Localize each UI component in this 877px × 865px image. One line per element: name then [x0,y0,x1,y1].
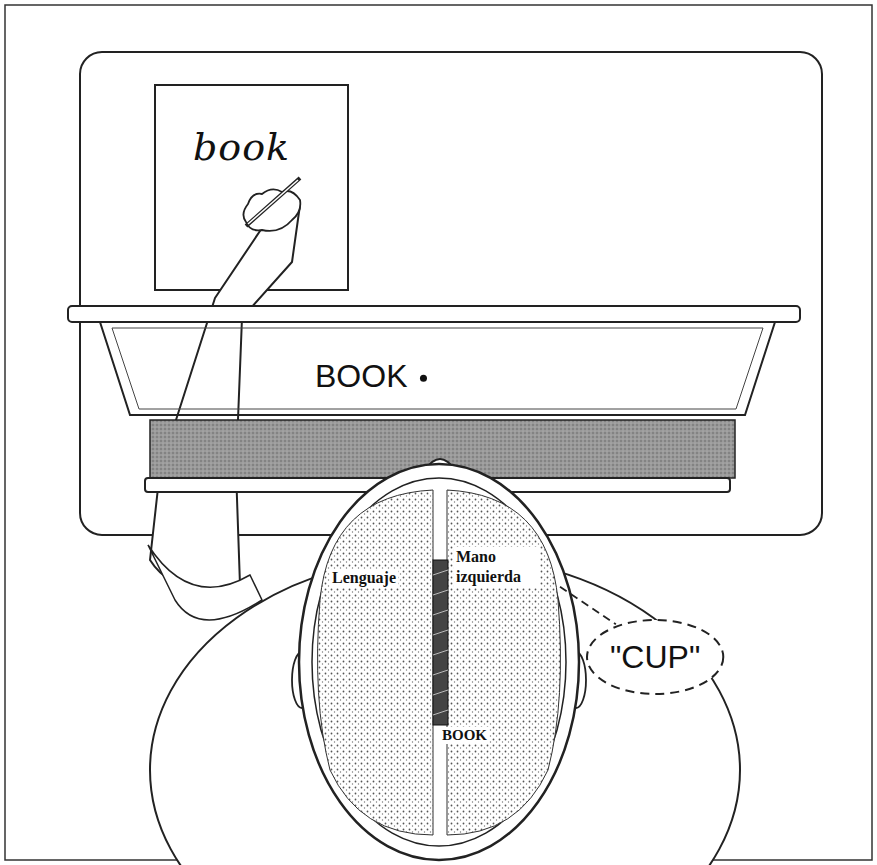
left-hemisphere [318,490,433,835]
hemisphere-label: Lenguaje [330,569,398,587]
screen-inner [112,328,763,409]
bubble-ellipse [587,620,723,694]
handwritten-word: book [193,125,290,169]
head [299,464,579,860]
hand [243,189,300,230]
hemisphere-label: Mano izquierda [454,547,540,587]
dashed-leader [560,587,616,624]
pencil [246,178,300,226]
right-hemisphere [447,490,560,835]
screen-panel [100,322,775,415]
leader-line [560,587,616,624]
perceived-word: BOOK [440,727,489,744]
speech-bubble: "CUP" [585,618,725,696]
sleeve [148,545,262,620]
skull [312,478,566,846]
arm [150,205,300,589]
callosum-hatch [433,570,448,715]
frame [5,5,872,860]
screen-panel: BOOK [130,325,745,413]
paper-note: book [155,85,348,290]
brain: Lenguaje Mano izquierdaBOOK [318,495,560,835]
spoken-word: "CUP" [610,639,700,676]
screen-top-bar [68,306,800,322]
pencil-core [248,180,298,224]
desk [80,52,822,535]
fixation-dot [420,375,427,382]
screen-word: BOOK [315,358,407,395]
corpus-callosum [433,560,448,725]
